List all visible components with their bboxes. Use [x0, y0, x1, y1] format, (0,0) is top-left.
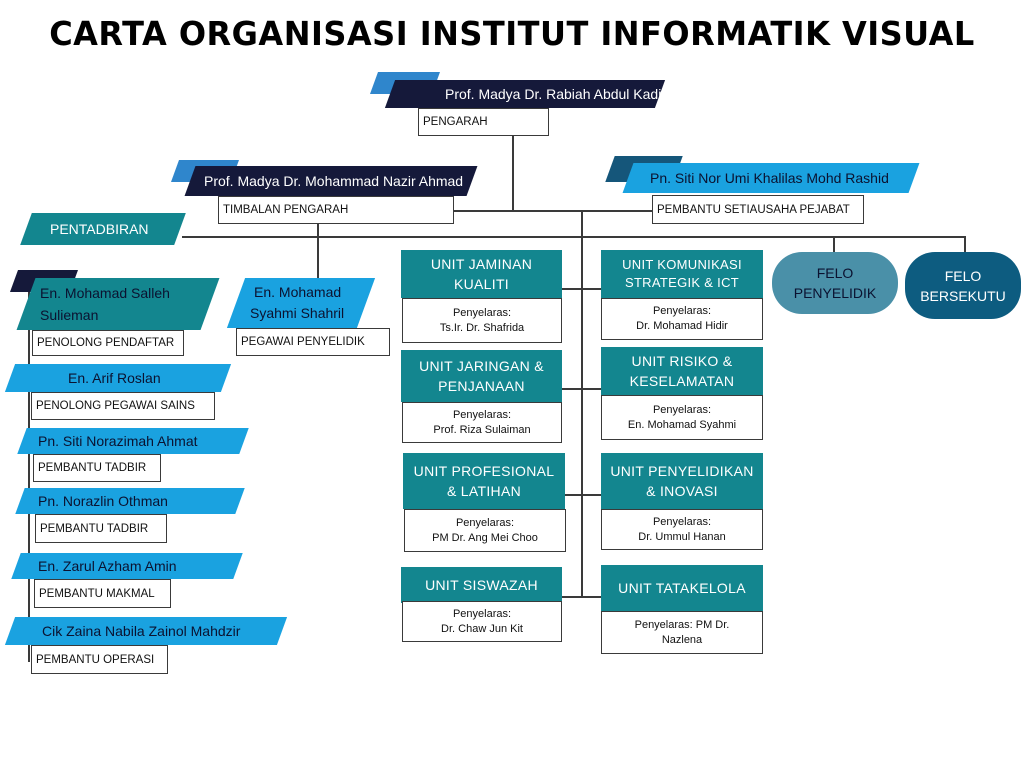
staff-name: Pn. Siti Norazimah Ahmat — [38, 432, 198, 449]
staff-role: PEMBANTU TADBIR — [33, 454, 161, 482]
chart-title: CARTA ORGANISASI INSTITUT INFORMATIK VIS… — [49, 14, 975, 53]
timbalan-role: TIMBALAN PENGARAH — [218, 196, 454, 224]
staff-role: PEMBANTU OPERASI — [31, 645, 168, 674]
unit-coordinator: Penyelaras: Dr. Chaw Jun Kit — [402, 601, 562, 642]
unit-coordinator: Penyelaras: En. Mohamad Syahmi — [601, 395, 763, 440]
timbalan-name: Prof. Madya Dr. Mohammad Nazir Ahmad — [204, 172, 464, 189]
unit-header: UNIT RISIKO &KESELAMATAN — [601, 347, 763, 395]
researcher-name: En. Mohamad — [254, 283, 342, 300]
unit-coordinator: Penyelaras: Prof. Riza Sulaiman — [402, 402, 562, 443]
staff-role: PEMBANTU MAKMAL — [34, 579, 171, 608]
unit-header: UNIT SISWAZAH — [401, 567, 562, 603]
staff-name: En. Arif Roslan — [68, 369, 161, 386]
staff-role: PENOLONG PEGAWAI SAINS — [31, 392, 215, 420]
unit-header: UNIT PROFESIONAL& LATIHAN — [403, 453, 565, 509]
unit-coordinator: Penyelaras: PM Dr. Ang Mei Choo — [404, 509, 566, 552]
researcher-role: PEGAWAI PENYELIDIK — [236, 328, 390, 356]
unit-coordinator: Penyelaras: Dr. Ummul Hanan — [601, 509, 763, 550]
unit-coordinator: Penyelaras: Ts.Ir. Dr. Shafrida — [402, 298, 562, 343]
staff-name-line2: Sulieman — [40, 306, 99, 323]
staff-role: PENOLONG PENDAFTAR — [32, 330, 184, 356]
staff-role: PEMBANTU TADBIR — [35, 514, 167, 543]
unit-coordinator: Penyelaras: Dr. Mohamad Hidir — [601, 298, 763, 340]
staff-name: Cik Zaina Nabila Zainol Mahdzir — [42, 622, 241, 639]
staff-name: En. Zarul Azham Amin — [38, 557, 177, 574]
pengarah-role: PENGARAH — [418, 108, 549, 136]
researcher-name-line2: Syahmi Shahril — [250, 304, 345, 321]
setiausaha-role: PEMBANTU SETIAUSAHA PEJABAT — [652, 195, 864, 224]
unit-coordinator: Penyelaras: PM Dr. Nazlena — [601, 611, 763, 654]
unit-header: UNIT PENYELIDIKAN& INOVASI — [601, 453, 763, 509]
unit-header: UNIT TATAKELOLA — [601, 565, 763, 611]
staff-name: Pn. Norazlin Othman — [38, 492, 168, 509]
unit-header: UNIT JARINGAN &PENJANAAN — [401, 350, 562, 402]
setiausaha-name: Pn. Siti Nor Umi Khalilas Mohd Rashid — [650, 169, 889, 186]
pengarah-name: Prof. Madya Dr. Rabiah Abdul Kadir — [444, 85, 666, 102]
staff-name: En. Mohamad Salleh — [40, 284, 170, 301]
pentadbiran-label: PENTADBIRAN — [50, 220, 149, 237]
